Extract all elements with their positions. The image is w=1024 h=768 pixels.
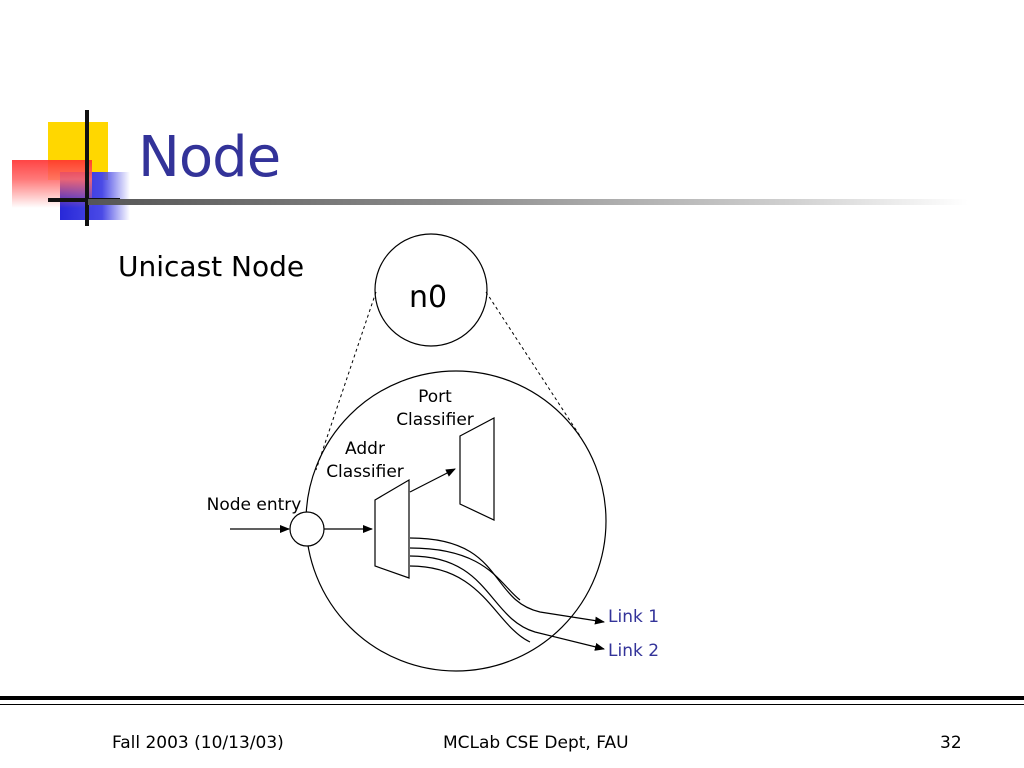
unicast-node-diagram: n0 Node entry Addr Classifier Port Class… — [207, 233, 659, 672]
link1-arrow-lower — [409, 547, 521, 601]
footer-organization: MCLab CSE Dept, FAU — [443, 733, 629, 753]
title-underline — [88, 199, 968, 205]
footer-rule-thick — [0, 696, 1024, 700]
addr-to-port-arrow — [409, 468, 456, 493]
addr-classifier-shape — [374, 478, 410, 579]
port-classifier-label-line2: Classifier — [396, 410, 474, 430]
zoom-line-right — [485, 291, 581, 437]
node-n0-circle — [374, 233, 488, 347]
slide-subtitle: Unicast Node — [118, 250, 305, 283]
decor-horizontal-bar — [48, 198, 120, 202]
port-classifier-label-line1: Port — [418, 387, 452, 407]
decor-vertical-bar — [85, 110, 89, 226]
footer-date: Fall 2003 (10/13/03) — [112, 733, 284, 753]
zoom-line-left — [315, 291, 377, 471]
addr-classifier-label-line2: Classifier — [326, 462, 404, 482]
footer-page-number: 32 — [940, 733, 962, 753]
footer-rule-thin — [0, 704, 1024, 705]
link2-label: Link 2 — [608, 641, 659, 661]
node-n0-label: n0 — [409, 280, 447, 315]
link2-arrow-lower — [409, 565, 531, 643]
slide-title: Node — [138, 125, 281, 190]
link1-label: Link 1 — [608, 607, 659, 627]
addr-classifier-label-line1: Addr — [345, 439, 385, 459]
node-entry-point — [289, 511, 325, 547]
link2-arrow-upper — [409, 555, 605, 651]
node-entry-label: Node entry — [207, 495, 302, 515]
port-classifier-shape — [459, 417, 495, 521]
